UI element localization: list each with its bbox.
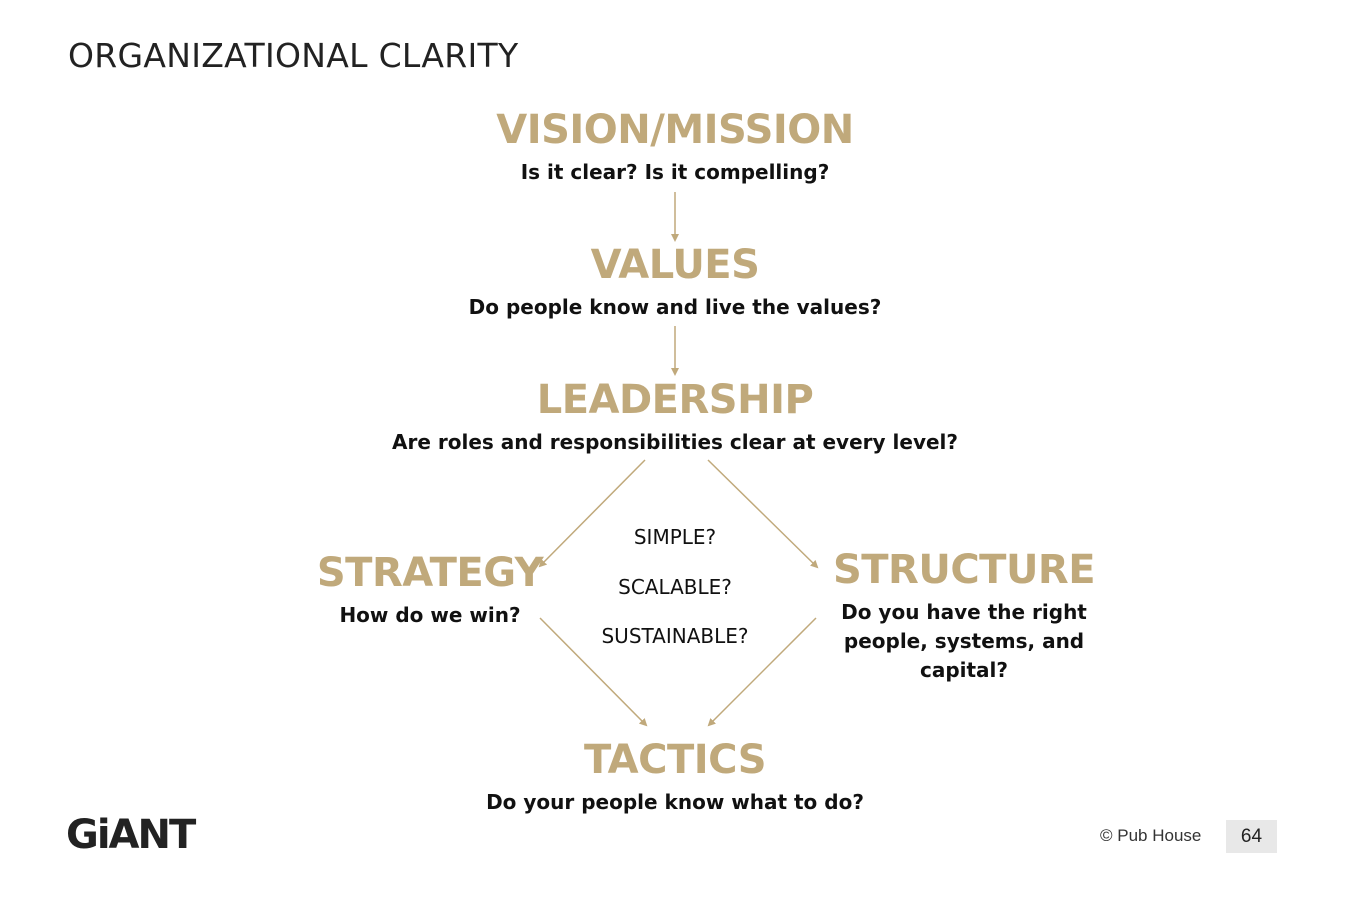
node-strategy: STRATEGY How do we win? (310, 553, 550, 630)
node-heading: TACTICS (583, 737, 767, 783)
node-tactics: TACTICS Do your people know what to do? (375, 740, 975, 817)
node-heading: LEADERSHIP (536, 377, 814, 423)
node-heading: STRATEGY (316, 550, 544, 596)
node-question: Do your people know what to do? (486, 790, 864, 814)
node-leadership: LEADERSHIP Are roles and responsibilitie… (325, 380, 1025, 457)
node-heading: VALUES (590, 242, 760, 288)
node-question: Are roles and responsibilities clear at … (391, 430, 958, 454)
page-number-badge: 64 (1226, 820, 1277, 853)
giant-logo: GiANT (66, 812, 196, 858)
node-heading: VISION/MISSION (496, 107, 854, 153)
arrow-leadership-to-structure (707, 459, 819, 569)
arrow-leadership-to-strategy (538, 459, 646, 568)
node-question: How do we win? (339, 603, 521, 627)
arrow-structure-to-tactics (707, 617, 817, 727)
node-values: VALUES Do people know and live the value… (375, 245, 975, 322)
criteria-simple: SIMPLE? (633, 525, 717, 549)
node-question: Do people know and live the values? (468, 295, 882, 319)
arrow-strategy-to-tactics (539, 617, 648, 727)
criteria-scalable: SCALABLE? (618, 575, 732, 599)
criteria-sustainable: SUSTAINABLE? (601, 624, 749, 648)
page-title: ORGANIZATIONAL CLARITY (68, 36, 519, 75)
node-structure: STRUCTURE Do you have the right people, … (830, 550, 1098, 685)
node-vision-mission: VISION/MISSION Is it clear? Is it compel… (375, 110, 975, 187)
copyright-notice: © Pub House (1100, 826, 1202, 845)
node-question: Do you have the right people, systems, a… (841, 600, 1087, 682)
node-heading: STRUCTURE (832, 547, 1096, 593)
node-question: Is it clear? Is it compelling? (520, 160, 830, 184)
